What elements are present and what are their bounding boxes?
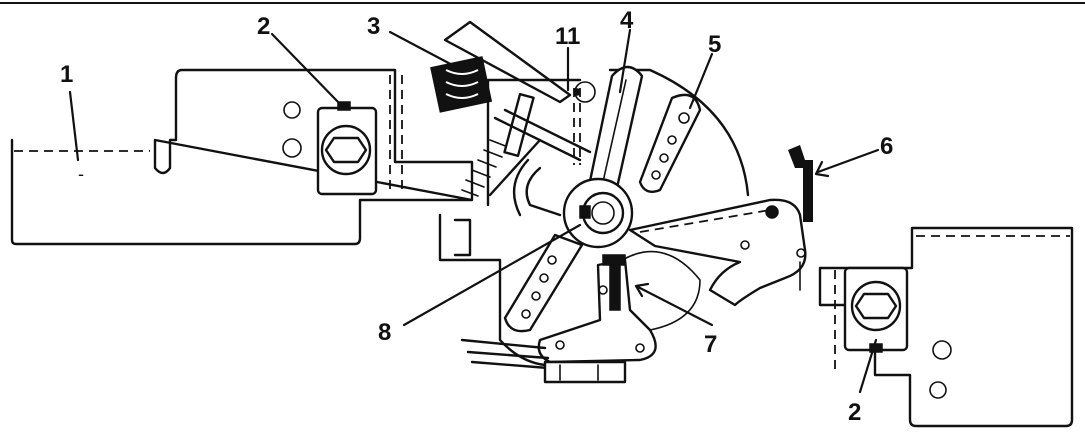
coil-spring <box>461 93 592 197</box>
central-hub <box>562 177 634 249</box>
spring-housing <box>430 20 572 113</box>
callout-1: 1 <box>60 61 73 88</box>
leader-3 <box>388 30 460 70</box>
bottom-cross-piece <box>460 338 627 384</box>
leader-2-bottom <box>858 338 878 394</box>
lower-lever-7 <box>537 254 657 364</box>
vertical-pin <box>573 88 581 165</box>
callout-5: 5 <box>708 31 721 58</box>
callout-8: 8 <box>378 319 391 346</box>
callout-2-top: 2 <box>257 13 270 40</box>
leader-7 <box>636 285 714 327</box>
leader-5 <box>688 52 714 110</box>
callout-6: 6 <box>880 133 893 160</box>
leader-2-top <box>270 32 342 106</box>
left-clamp-block <box>282 101 378 196</box>
callout-7: 7 <box>704 331 717 358</box>
leader-6 <box>816 148 880 174</box>
right-bracket <box>818 226 1074 428</box>
leader-1 <box>68 90 80 162</box>
left-bracket: - <box>10 68 474 246</box>
callout-2-bottom: 2 <box>848 399 861 426</box>
svg-text:-: - <box>78 164 84 184</box>
horizontal-link <box>628 198 807 307</box>
callout-11: 11 <box>555 23 580 50</box>
leader-8 <box>402 223 582 327</box>
callouts: 1 2 3 4 5 6 7 8 11 2 <box>60 7 893 426</box>
leader-4 <box>618 28 632 94</box>
adjust-arm-5 <box>638 93 702 193</box>
sector-plate <box>438 68 750 367</box>
callout-4: 4 <box>620 7 634 34</box>
callout-3: 3 <box>367 13 380 40</box>
bent-pin-6 <box>788 145 813 222</box>
arrow-7 <box>634 282 650 298</box>
hub-bracket <box>512 158 562 217</box>
leader-lines <box>68 28 880 394</box>
arrow-6 <box>814 160 830 178</box>
lower-arm <box>503 233 584 333</box>
